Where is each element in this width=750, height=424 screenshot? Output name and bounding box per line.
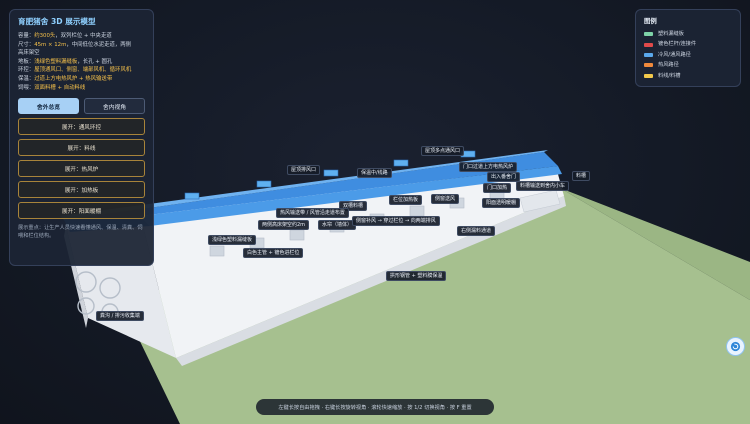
info-value: 双面料槽 + 自动料线: [34, 84, 86, 91]
legend-label: 料线/料槽: [658, 72, 681, 79]
sun-shed: [519, 189, 561, 213]
legend-item: 镀色栏杆/连接件: [644, 39, 732, 49]
legend-swatch: [644, 53, 653, 58]
expand-feed-line-button[interactable]: 展开：料线: [18, 139, 145, 157]
expand-ventilation-button[interactable]: 展开：通风环控: [18, 118, 145, 136]
expand-heater-button[interactable]: 展开：热风炉: [18, 160, 145, 178]
legend-item: 塑料漏缝板: [644, 29, 732, 39]
info-row: 地板：浅绿色塑料漏缝板，长孔 + 圆孔: [18, 58, 145, 67]
label-roof-outlet: 屋顶排风口: [287, 165, 321, 175]
info-value: 过道上方电热风炉 + 热风输送带: [34, 75, 113, 82]
label-entrance: 出入番舍门: [487, 172, 521, 182]
legend-title: 图例: [644, 17, 657, 25]
info-key: 尺寸：: [18, 41, 35, 48]
ground-plane: [120, 188, 750, 424]
info-panel: 育肥猪舍 3D 展示模型 容量：约300头，双列栏位 + 中央走道尺寸：45m …: [9, 9, 154, 266]
focus-note: 展示重点：让生产人员快速看懂通风、保温、清粪、饲喂和栏位结构。: [18, 225, 143, 240]
expand-heat-plate-button[interactable]: 展开：加热板: [18, 181, 145, 199]
refresh-icon: [730, 341, 741, 352]
label-gate-fan: 门口过道上方电热风炉: [459, 162, 518, 172]
label-green-slat: 浅绿色塑料漏缝板: [208, 235, 257, 245]
info-row: 高床架空: [18, 49, 145, 58]
info-key: 饲喂：: [18, 84, 35, 91]
info-rows: 容量：约300头，双列栏位 + 中央走道尺寸：45m × 12m，中间低位水泥走…: [18, 32, 145, 92]
info-rest: ，双列栏位 + 中央走道: [55, 33, 112, 39]
legend-label: 镀色栏杆/连接件: [658, 41, 697, 48]
legend-item: 冷风/通风路径: [644, 50, 732, 60]
label-side-vent: 侧窗送风: [431, 194, 460, 204]
legend-item: 料线/料槽: [644, 71, 732, 81]
info-value: 约300头: [34, 33, 56, 39]
label-pen-heat: 栏位加热板: [389, 195, 423, 205]
roof-vents: [184, 150, 476, 200]
view-switch: 舍外总览 舍内视角: [18, 98, 145, 115]
legend-items: 塑料漏缝板镀色栏杆/连接件冷风/通风路径热风路径料线/料槽: [644, 29, 732, 81]
reset-view-button[interactable]: [726, 337, 745, 356]
barn-roof: [64, 152, 558, 220]
label-white-pipe: 白色主管 + 镀色进栏位: [243, 248, 304, 258]
info-row: 环控：屋顶通风口、侧窗、端部风机、循环风机: [18, 66, 145, 75]
info-rest: 高床架空: [18, 50, 40, 57]
barn-side-wall: [140, 167, 564, 358]
info-key: 容量：: [18, 33, 35, 39]
expand-sun-shed-button[interactable]: 展开：阳面暖棚: [18, 202, 145, 220]
label-insul-ridge: 保温中/线路: [357, 168, 392, 178]
label-sun-shed: 阳面透明暖棚: [482, 198, 521, 208]
info-value: 屋顶通风口、侧窗、端部风机、循环风机: [34, 67, 132, 74]
legend-swatch: [644, 42, 653, 47]
label-roof-multi: 屋顶多点通风口: [421, 146, 465, 156]
info-row: 保温：过道上方电热风炉 + 热风输送带: [18, 75, 145, 84]
legend-swatch: [644, 63, 653, 68]
label-door-heat: 门口加热: [483, 183, 512, 193]
label-manure: 粪沟 / 排污收集端: [96, 311, 144, 321]
interior-view-button[interactable]: 舍内视角: [84, 98, 145, 115]
info-row: 容量：约300头，双列栏位 + 中央走道: [18, 32, 145, 41]
label-feed-note: 料槽输送到舍内小车: [516, 181, 570, 191]
legend-label: 热风路径: [658, 62, 679, 69]
info-key: 地板：: [18, 58, 35, 65]
legend-item: 热风路径: [644, 60, 732, 70]
legend-swatch: [644, 73, 653, 78]
label-two-high: 两侧高床架空约2m: [258, 220, 310, 230]
info-value: 45m × 12m: [34, 41, 67, 48]
exterior-view-button[interactable]: 舍外总览: [18, 98, 79, 115]
info-rest: ，中间低位水泥走道，两侧: [66, 41, 132, 48]
legend-label: 塑料漏缝板: [658, 31, 684, 37]
panel-title: 育肥猪舍 3D 展示模型: [18, 17, 96, 26]
label-double-feed: 双槽料槽: [339, 201, 368, 211]
info-row: 饲喂：双面料槽 + 自动料线: [18, 84, 145, 93]
label-wet-curtain: 水帘（墙体）: [318, 220, 357, 230]
legend-label: 冷风/通风路径: [658, 51, 691, 58]
info-value: 浅绿色塑料漏缝板: [34, 58, 78, 65]
info-key: 环控：: [18, 67, 35, 74]
label-cross-vent: 侧窗补风 → 穿过栏位 → 向两端排风: [352, 216, 440, 226]
label-steel-frame: 拱形钢管 + 塑料膜保温: [386, 271, 447, 281]
info-key: 保温：: [18, 75, 35, 82]
info-row: 尺寸：45m × 12m，中间低位水泥走道，两侧: [18, 41, 145, 50]
label-feed: 料槽: [572, 171, 591, 181]
info-rest: ，长孔 + 圆孔: [77, 58, 113, 65]
legend-swatch: [644, 32, 653, 37]
label-side-floor: 右侧漏料通道: [457, 226, 496, 236]
controls-hint: 左键长按自由拖拽 · 右键长按旋转视角 · 滚轮快速缩放 · 按 1/2 切换视…: [256, 399, 494, 415]
label-hot-belt: 热风输送带 / 风管沿走道布置: [276, 208, 349, 218]
legend-panel: 图例 塑料漏缝板镀色栏杆/连接件冷风/通风路径热风路径料线/料槽: [635, 9, 741, 87]
